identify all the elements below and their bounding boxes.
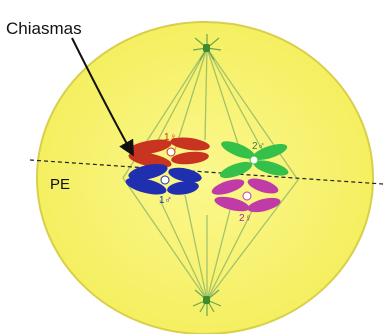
pe-label: PE (50, 176, 70, 193)
label-red-chromosome: 1♀ (164, 132, 177, 143)
label-blue-chromosome: 1♂ (159, 195, 172, 206)
label-green-chromosome: 2♂ (252, 141, 265, 152)
chiasmas-label: Chiasmas (6, 19, 82, 38)
label-magenta-chromosome: 2♀ (239, 213, 252, 224)
